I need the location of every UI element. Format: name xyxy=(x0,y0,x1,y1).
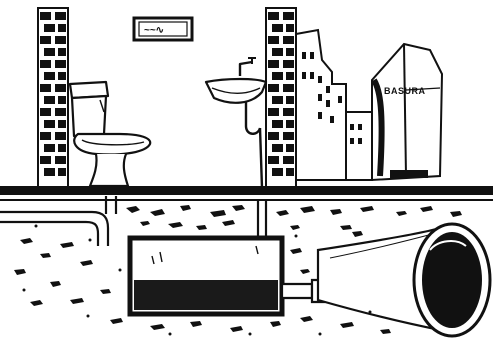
tank-sludge xyxy=(134,280,278,310)
small-building xyxy=(346,112,372,180)
frame-scribble: ~~∿ xyxy=(144,25,164,36)
basura-sign: BASURA xyxy=(384,86,426,96)
left-brick-pillar xyxy=(38,8,68,188)
right-brick-pillar xyxy=(266,8,296,188)
septic-tank xyxy=(130,238,282,314)
toilet-base xyxy=(90,154,128,186)
wall-picture-frame: ~~∿ xyxy=(134,18,192,40)
